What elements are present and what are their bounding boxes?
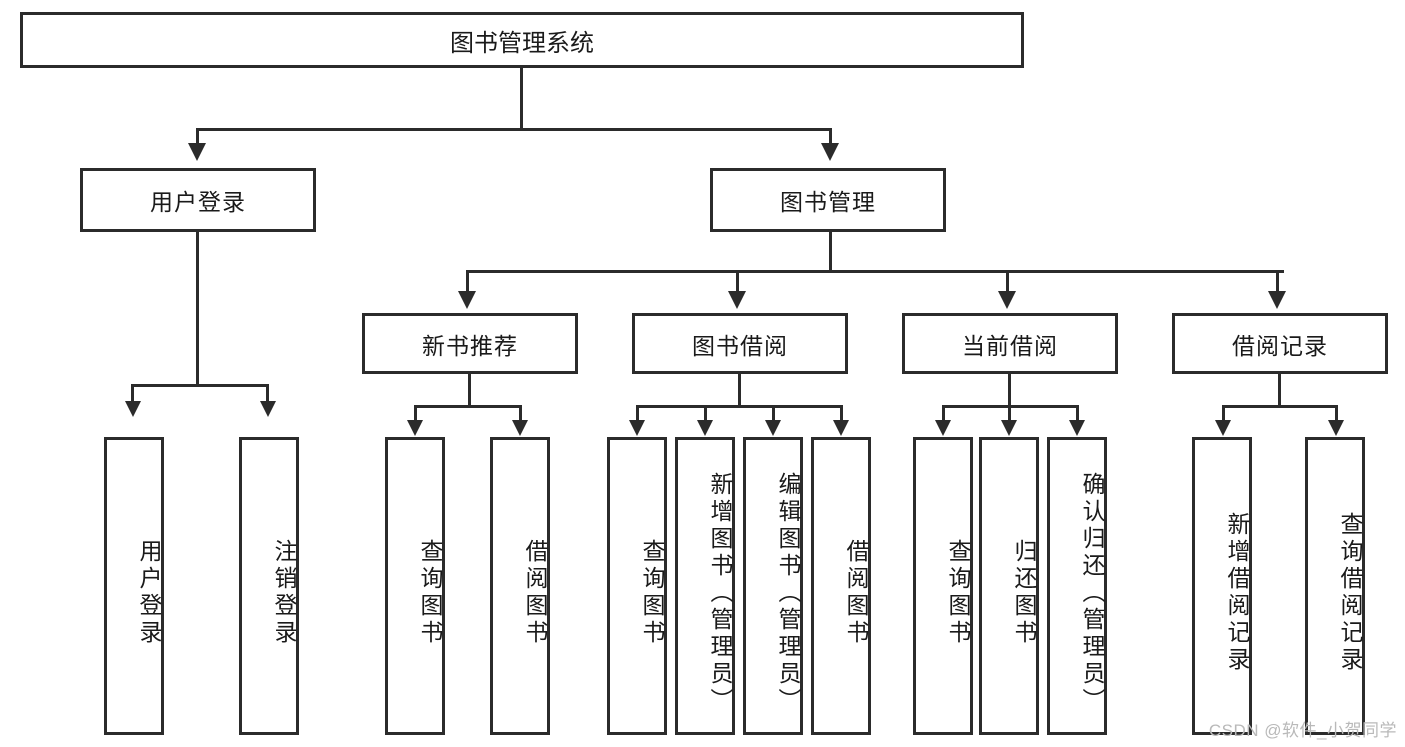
connector-book-borrow-drop-1	[636, 405, 639, 421]
leaf-records-add-borrow-record[interactable]: 新增借阅记录	[1192, 437, 1252, 735]
connector-book-management-stem	[829, 232, 832, 270]
arrowhead-to-book-borrow	[728, 291, 746, 309]
arrowhead-newbook-leaf-1	[407, 420, 423, 436]
connector-current-borrow-drop-3	[1076, 405, 1079, 421]
connector-book-borrow-stem	[738, 374, 741, 405]
connector-new-book-drop-2	[519, 405, 522, 421]
leaf-borrow-borrow-books[interactable]: 借阅图书	[811, 437, 871, 735]
connector-root-stem	[520, 68, 523, 128]
arrowhead-to-user-login	[188, 143, 206, 161]
arrowhead-bookborrow-leaf-1	[629, 420, 645, 436]
arrowhead-newbook-leaf-2	[512, 420, 528, 436]
arrowhead-currentborrow-leaf-3	[1069, 420, 1085, 436]
node-book-management[interactable]: 图书管理	[710, 168, 946, 232]
leaf-logout[interactable]: 注销登录	[239, 437, 299, 735]
node-borrow-records[interactable]: 借阅记录	[1172, 313, 1388, 374]
connector-level3-bus	[466, 270, 1284, 273]
arrowhead-to-book-management	[821, 143, 839, 161]
arrowhead-bookborrow-leaf-3	[765, 420, 781, 436]
node-label: 编辑图书（管理员）	[775, 471, 801, 715]
node-label: 查询图书	[945, 539, 971, 647]
connector-current-borrow-stem	[1008, 374, 1011, 405]
connector-new-book-bus	[414, 405, 522, 408]
arrowhead-borrowrecords-leaf-1	[1215, 420, 1231, 436]
node-book-borrow[interactable]: 图书借阅	[632, 313, 848, 374]
arrowhead-borrowrecords-leaf-2	[1328, 420, 1344, 436]
node-label: 图书借阅	[692, 332, 788, 359]
connector-level3-drop-1	[466, 270, 469, 292]
node-label: 确认归还（管理员）	[1079, 471, 1105, 715]
node-user-login[interactable]: 用户登录	[80, 168, 316, 232]
connector-current-borrow-drop-1	[942, 405, 945, 421]
node-label: 新增图书（管理员）	[707, 471, 733, 715]
connector-book-borrow-drop-2	[704, 405, 707, 421]
node-label: 借阅图书	[843, 539, 869, 647]
node-label: 新增借阅记录	[1224, 512, 1250, 674]
connector-user-login-bus	[131, 384, 269, 387]
arrowhead-to-leaf-user-login	[125, 401, 141, 417]
connector-borrow-records-drop-1	[1222, 405, 1225, 421]
leaf-newbook-borrow-books[interactable]: 借阅图书	[490, 437, 550, 735]
leaf-records-query-borrow-record[interactable]: 查询借阅记录	[1305, 437, 1365, 735]
leaf-current-confirm-return-admin[interactable]: 确认归还（管理员）	[1047, 437, 1107, 735]
arrowhead-bookborrow-leaf-4	[833, 420, 849, 436]
leaf-current-query-books[interactable]: 查询图书	[913, 437, 973, 735]
leaf-current-return-books[interactable]: 归还图书	[979, 437, 1039, 735]
leaf-borrow-add-book-admin[interactable]: 新增图书（管理员）	[675, 437, 735, 735]
node-label: 借阅记录	[1232, 332, 1328, 359]
node-label: 当前借阅	[962, 332, 1058, 359]
arrowhead-to-leaf-logout	[260, 401, 276, 417]
leaf-user-login[interactable]: 用户登录	[104, 437, 164, 735]
csdn-watermark: CSDN @软件_小贺同学	[1208, 721, 1397, 740]
connector-book-borrow-drop-4	[840, 405, 843, 421]
connector-new-book-stem	[468, 374, 471, 405]
node-label: 新书推荐	[422, 332, 518, 359]
node-label: 用户登录	[136, 539, 162, 647]
connector-level3-drop-3	[1006, 270, 1009, 292]
connector-level2-drop-right	[829, 128, 832, 144]
node-label: 图书管理	[780, 189, 876, 215]
connector-level2-drop-left	[196, 128, 199, 144]
arrowhead-to-borrow-records	[1268, 291, 1286, 309]
connector-level2-bus	[196, 128, 832, 131]
connector-user-login-stem	[196, 232, 199, 384]
node-new-book-recommend[interactable]: 新书推荐	[362, 313, 578, 374]
connector-current-borrow-drop-2	[1008, 405, 1011, 421]
connector-borrow-records-drop-2	[1335, 405, 1338, 421]
node-label: 注销登录	[271, 539, 297, 647]
node-label: 归还图书	[1011, 539, 1037, 647]
arrowhead-currentborrow-leaf-2	[1001, 420, 1017, 436]
arrowhead-currentborrow-leaf-1	[935, 420, 951, 436]
connector-borrow-records-bus	[1222, 405, 1338, 408]
node-label: 查询图书	[639, 539, 665, 647]
arrowhead-bookborrow-leaf-2	[697, 420, 713, 436]
connector-user-login-drop-2	[266, 384, 269, 402]
node-label: 查询图书	[417, 539, 443, 647]
node-label: 查询借阅记录	[1337, 512, 1363, 674]
connector-user-login-drop-1	[131, 384, 134, 402]
connector-book-borrow-bus	[636, 405, 843, 408]
leaf-newbook-query-books[interactable]: 查询图书	[385, 437, 445, 735]
connector-new-book-drop-1	[414, 405, 417, 421]
node-current-borrow[interactable]: 当前借阅	[902, 313, 1118, 374]
connector-level3-drop-4	[1276, 270, 1279, 292]
arrowhead-to-new-book-recommend	[458, 291, 476, 309]
node-label: 借阅图书	[522, 539, 548, 647]
node-label: 用户登录	[150, 189, 246, 215]
node-root-book-management-system[interactable]: 图书管理系统	[20, 12, 1024, 68]
connector-borrow-records-stem	[1278, 374, 1281, 405]
leaf-borrow-query-books[interactable]: 查询图书	[607, 437, 667, 735]
arrowhead-to-current-borrow	[998, 291, 1016, 309]
connector-book-borrow-drop-3	[772, 405, 775, 421]
node-label: 图书管理系统	[450, 29, 594, 57]
connector-level3-drop-2	[736, 270, 739, 292]
leaf-borrow-edit-book-admin[interactable]: 编辑图书（管理员）	[743, 437, 803, 735]
